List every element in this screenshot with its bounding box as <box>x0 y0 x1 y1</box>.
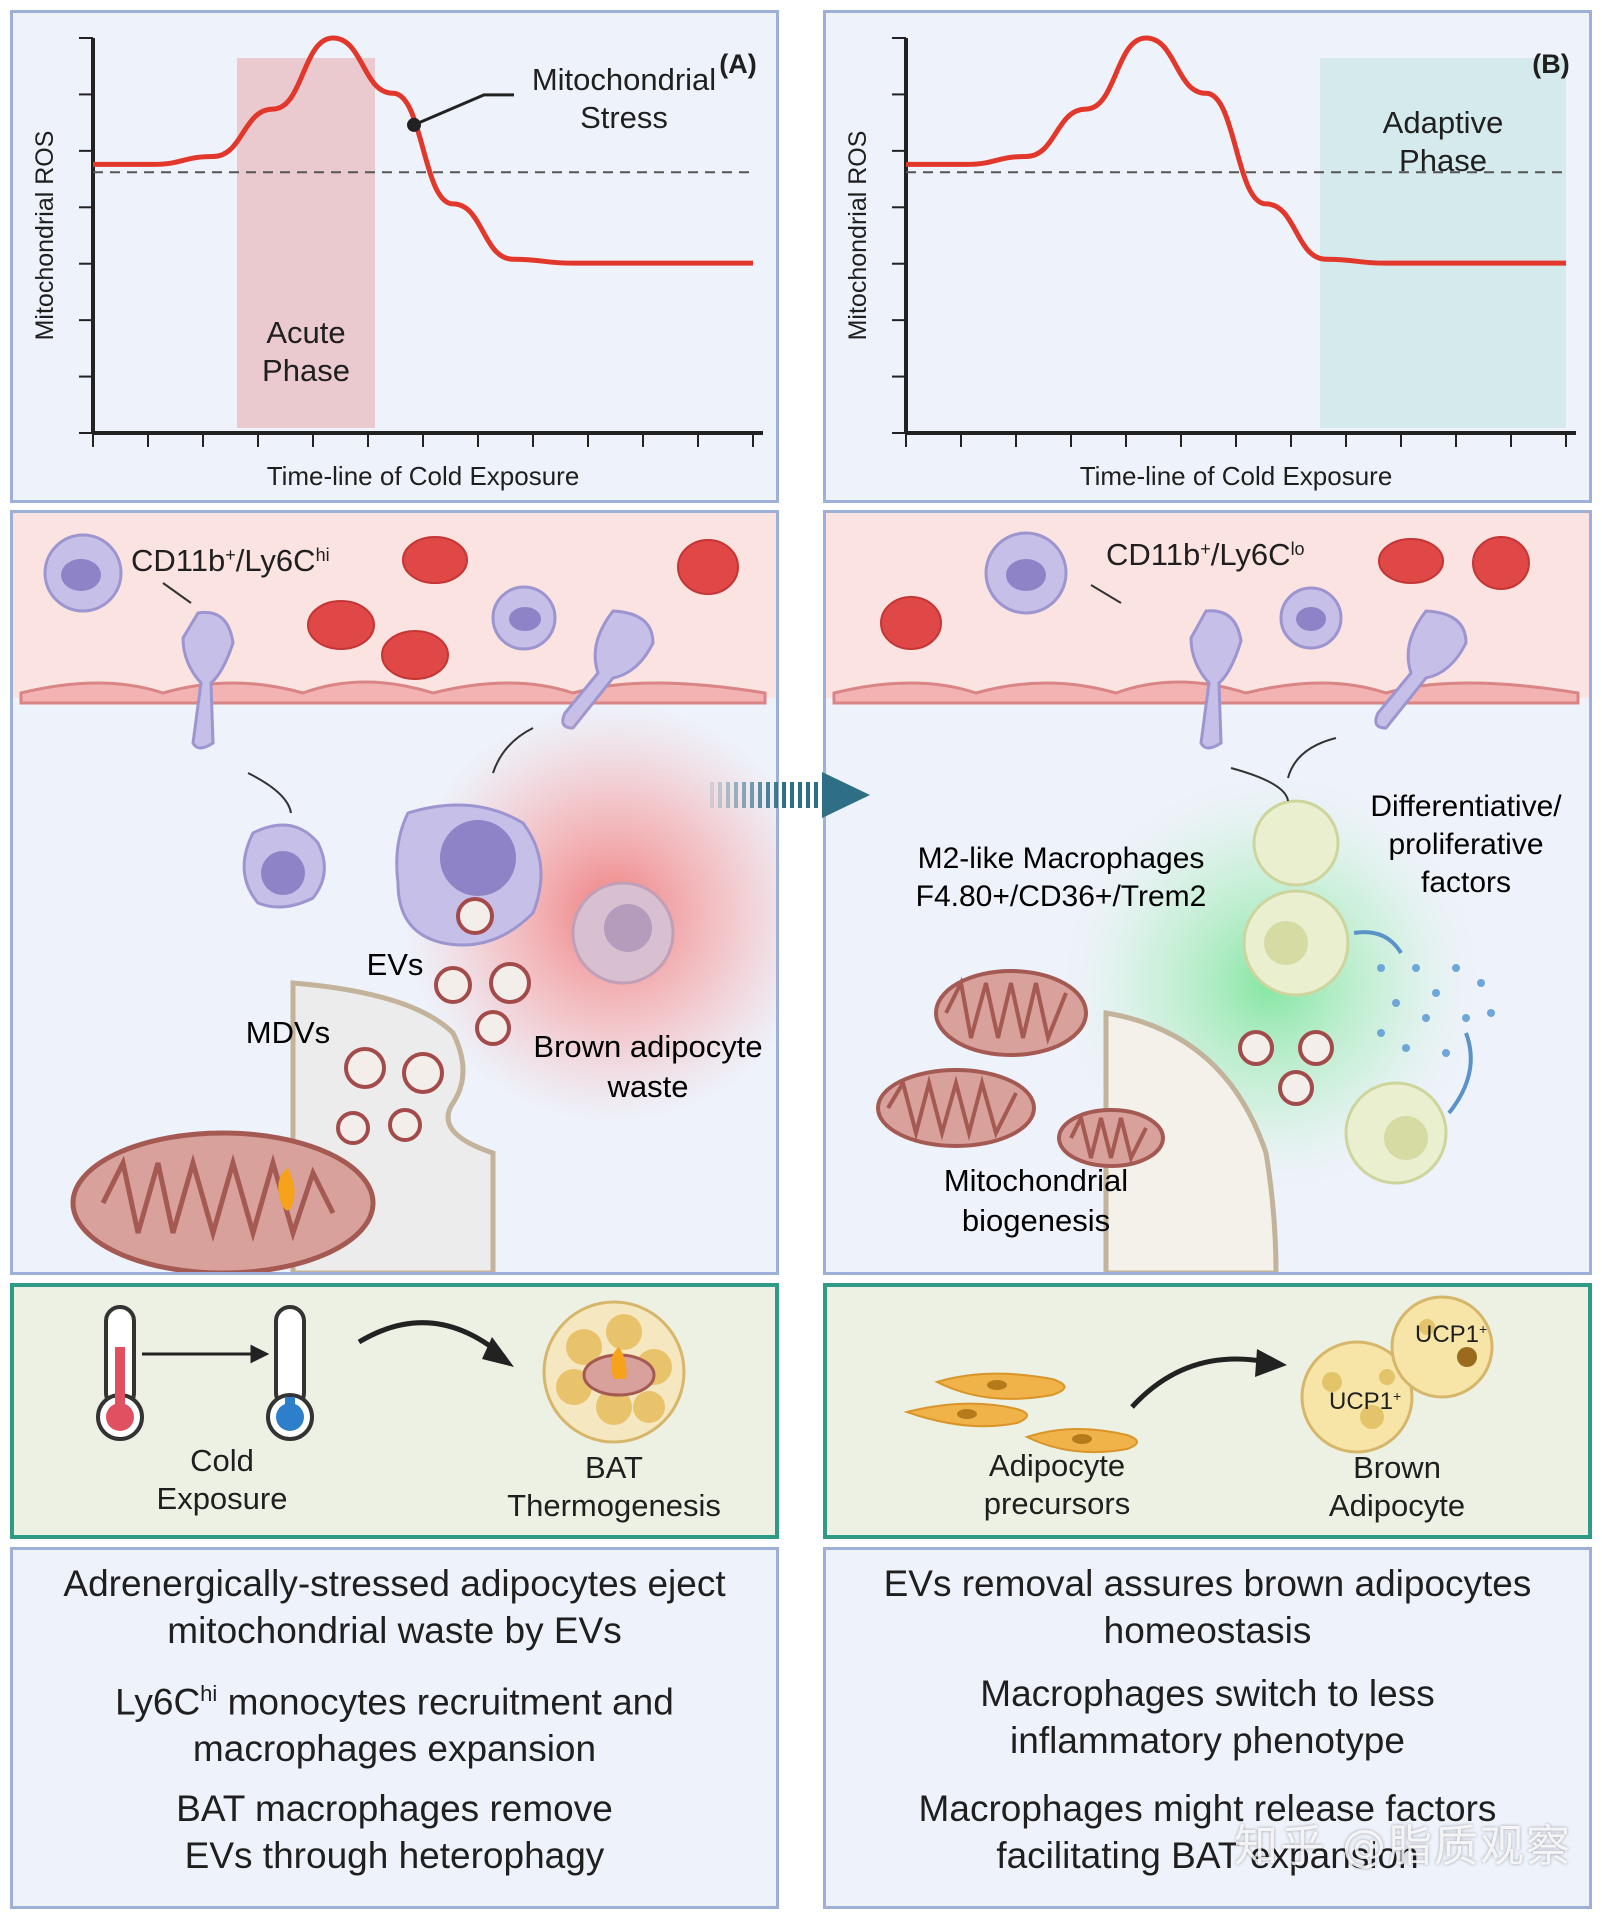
summary-panel-left: Adrenergically-stressed adipocytes eject… <box>10 1547 779 1909</box>
cell-type-label: CD11b+/Ly6Clo <box>1106 537 1305 572</box>
endothelium <box>19 680 767 705</box>
macrophages <box>242 803 675 985</box>
y-axis-label: Mitochondrial ROS <box>844 131 872 341</box>
adipocyte-membrane <box>1103 1010 1279 1272</box>
chart-panel-a: Mitochondrial ROS Time-line of Cold Expos… <box>10 10 779 503</box>
phase-label-line2: Phase <box>262 353 350 388</box>
green-panel-left: Cold Exposure BAT Thermogenesis <box>10 1283 779 1539</box>
waste-label-line2: waste <box>607 1069 689 1104</box>
macrophage-label-line1: M2-like Macrophages <box>918 842 1205 875</box>
cold-label-line1: Cold <box>190 1443 254 1478</box>
precursor-label-line2: precursors <box>983 1486 1131 1521</box>
phase-label-line2: Phase <box>1399 143 1487 178</box>
recruitment-arrows <box>1090 584 1337 802</box>
waste-label-line1: Brown adipocyte <box>533 1029 762 1064</box>
extracellular-vesicles <box>1238 1030 1334 1106</box>
green-panel-right: UCP1+ UCP1+ Adipocyte precursors Brown A… <box>823 1283 1592 1539</box>
factors-label-line2: proliferative <box>1388 828 1543 861</box>
bat-tissue-icon <box>542 1300 686 1444</box>
mito-label-line2: biogenesis <box>962 1203 1110 1238</box>
extracellular-vesicles <box>336 897 531 1145</box>
bat-label-line1: BAT <box>585 1450 643 1485</box>
annotation-line2: Stress <box>580 100 668 135</box>
ucp1-label-upper: UCP1+ <box>1415 1321 1487 1348</box>
cold-label-line2: Exposure <box>156 1481 288 1516</box>
phase-label-line1: Acute <box>266 315 345 350</box>
panel-label: (B) <box>1532 49 1569 79</box>
ucp1-label-lower: UCP1+ <box>1329 1388 1401 1415</box>
cell-type-label: CD11b+/Ly6Chi <box>131 543 330 578</box>
transition-arrow <box>710 772 870 818</box>
red-blood-cells <box>880 536 1530 650</box>
thermometer-warm-icon <box>96 1305 144 1441</box>
mdvs-label: MDVs <box>246 1015 330 1050</box>
curved-arrow <box>1130 1356 1268 1409</box>
shaded-phase-region <box>1320 58 1566 428</box>
annotation-leader <box>413 93 514 127</box>
cold-exposure-graphic <box>96 1300 686 1444</box>
mito-label-line1: Mitochondrial <box>944 1163 1128 1198</box>
summary-left-p2: Ly6Chi monocytes recruitment and macroph… <box>115 1681 674 1770</box>
watermark: 知乎 @脂质观察 <box>1234 1821 1572 1872</box>
chart-a-svg: Mitochondrial ROS Time-line of Cold Expos… <box>31 35 763 491</box>
m2-macrophages <box>1242 799 1448 1185</box>
macrophage-label-line2: F4.80+/CD36+/Trem2 <box>916 880 1207 913</box>
summary-right-p1: EVs removal assures brown adipocytes hom… <box>883 1563 1532 1651</box>
scene-left-svg: CD11b+/Ly6Chi EVs MDVs Brown adipocyte w… <box>13 513 776 1272</box>
curved-arrow <box>357 1320 506 1359</box>
mitochondrion <box>70 1130 376 1272</box>
scene-panel-left: CD11b+/Ly6Chi EVs MDVs Brown adipocyte w… <box>10 510 779 1275</box>
brown-label-line1: Brown <box>1353 1450 1441 1485</box>
precursor-label-line1: Adipocyte <box>988 1448 1126 1483</box>
factors-label-line3: factors <box>1421 866 1511 899</box>
phase-label-line1: Adaptive <box>1383 105 1504 140</box>
monocytes <box>43 533 655 750</box>
summary-left-p1: Adrenergically-stressed adipocytes eject… <box>63 1563 726 1651</box>
factor-dots <box>1377 964 1495 1057</box>
recruitment-arrows <box>162 582 534 814</box>
panel-label: (A) <box>719 49 756 79</box>
annotation-line1: Mitochondrial <box>532 62 716 97</box>
adipocyte-precursors <box>903 1372 1138 1454</box>
y-axis-label: Mitochondrial ROS <box>31 131 59 341</box>
chart-panel-b: Mitochondrial ROS Time-line of Cold Expos… <box>823 10 1592 503</box>
brown-adipocyte-icon <box>1300 1295 1494 1454</box>
bat-label-line2: Thermogenesis <box>507 1488 721 1523</box>
red-blood-cells <box>307 536 739 680</box>
x-axis-label: Time-line of Cold Exposure <box>1080 461 1393 491</box>
shaded-phase-region <box>237 58 375 428</box>
summary-panel-right: EVs removal assures brown adipocytes hom… <box>823 1547 1592 1909</box>
ros-curve <box>906 35 1566 266</box>
scene-right-svg: CD11b+/Ly6Clo M2-like Macrophages F4.80+… <box>826 513 1589 1272</box>
summary-right-p2: Macrophages switch to less inflammatory … <box>980 1673 1435 1761</box>
secretion-arrows <box>1353 930 1473 1115</box>
factors-label-line1: Differentiative/ <box>1370 790 1562 823</box>
adipogenesis-graphic: UCP1+ UCP1+ <box>903 1295 1494 1454</box>
ros-curve <box>93 35 753 266</box>
summary-left-p3: BAT macrophages remove EVs through heter… <box>176 1788 613 1876</box>
arrow-to-cold <box>142 1344 270 1364</box>
scene-panel-right: CD11b+/Ly6Clo M2-like Macrophages F4.80+… <box>823 510 1592 1275</box>
thermometer-cold-icon <box>266 1305 314 1441</box>
chart-b-svg: Mitochondrial ROS Time-line of Cold Expos… <box>844 35 1576 491</box>
x-axis-label: Time-line of Cold Exposure <box>267 461 580 491</box>
evs-label: EVs <box>367 947 424 982</box>
summary-right-p3: Macrophages might release factors facili… <box>918 1788 1497 1876</box>
brown-label-line2: Adipocyte <box>1328 1488 1466 1523</box>
